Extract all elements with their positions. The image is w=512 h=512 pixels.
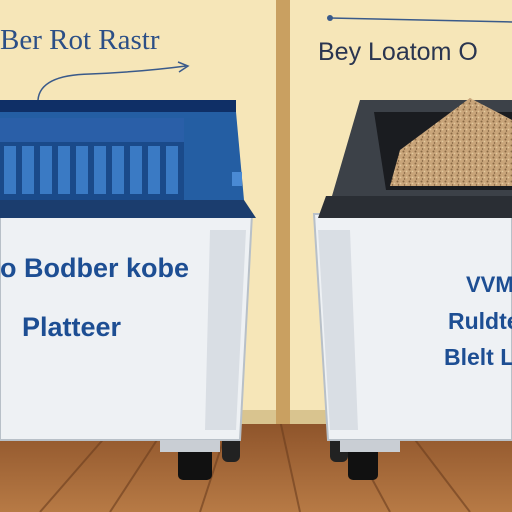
right-line-annotation <box>329 17 512 23</box>
right-bin <box>312 98 512 480</box>
right-label-1: VVMS <box>466 272 512 297</box>
left-label-2: Platteer <box>22 312 122 342</box>
left-arrow-annotation <box>37 65 187 101</box>
left-header-text: Ber Rot Rastr <box>0 24 160 56</box>
right-header-text: Bey Loatom O <box>318 38 478 66</box>
litter-fill <box>390 98 512 186</box>
right-label-2: Ruldte <box>448 308 512 334</box>
left-bin <box>0 100 256 480</box>
left-label-1: o Bodber kobe <box>0 253 190 283</box>
right-label-3: Blelt L <box>444 344 512 370</box>
